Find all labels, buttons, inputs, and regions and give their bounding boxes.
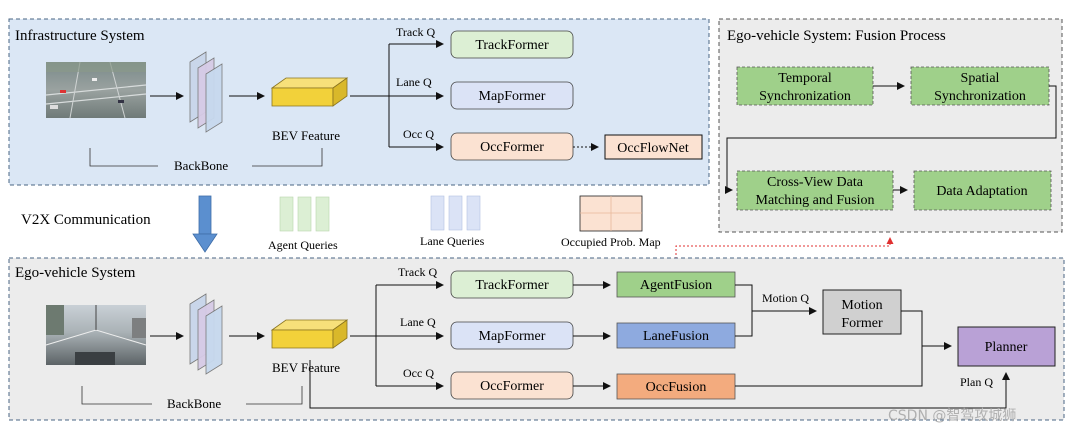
crossview-box <box>736 170 894 211</box>
plan-q-label: Plan Q <box>960 375 993 389</box>
data-adaptation-label: Data Adaptation <box>936 184 1027 199</box>
motion-former-line2: Former <box>841 316 883 331</box>
ego-bev-feature <box>270 319 349 349</box>
ego-bev-label: BEV Feature <box>272 360 340 375</box>
occfusion-box <box>616 373 736 400</box>
occflownet-box <box>604 134 703 160</box>
ego-lane-q: Lane Q <box>400 315 436 329</box>
spatial-sync-line2: Synchronization <box>934 89 1026 104</box>
infra-backbone-bracket <box>89 148 323 167</box>
spatial-sync-box <box>910 66 1050 106</box>
planner-label: Planner <box>985 340 1028 355</box>
occfusion-label: OccFusion <box>646 380 707 395</box>
infra-backbone-layers <box>189 51 223 133</box>
temporal-sync-line2: Synchronization <box>759 89 851 104</box>
v2x-label: V2X Communication <box>21 212 151 228</box>
ego-backbone-layers <box>189 293 223 375</box>
infra-mapformer-label: MapFormer <box>479 89 546 104</box>
occflownet-label: OccFlowNet <box>617 141 689 156</box>
lane-queries-icon <box>430 195 481 231</box>
infra-backbone-label: BackBone <box>174 158 228 173</box>
temporal-sync-box <box>736 66 874 106</box>
data-adaptation-box <box>913 170 1052 211</box>
lane-queries-label: Lane Queries <box>420 234 485 248</box>
ego-track-q: Track Q <box>398 265 438 279</box>
fusion-title: Ego-vehicle System: Fusion Process <box>727 28 946 44</box>
ego-backbone-bracket <box>81 386 303 405</box>
motion-q-label: Motion Q <box>762 291 809 305</box>
temporal-sync-line1: Temporal <box>778 71 832 86</box>
infra-trackformer-box <box>450 30 574 59</box>
infra-title: Infrastructure System <box>15 28 145 44</box>
ego-occ-q: Occ Q <box>403 366 434 380</box>
motion-former-box <box>822 289 902 335</box>
lanefusion-label: LaneFusion <box>643 329 709 344</box>
infra-track-q: Track Q <box>396 25 436 39</box>
crossview-line1: Cross-View Data <box>767 175 864 190</box>
infra-occformer-label: OccFormer <box>480 140 544 155</box>
v2x-down-arrow <box>192 195 218 253</box>
occupied-map-label: Occupied Prob. Map <box>561 235 661 249</box>
ego-camera-image <box>45 305 147 365</box>
watermark: CSDN @智驾攻城狮 <box>888 408 1016 424</box>
ego-backbone-label: BackBone <box>167 396 221 411</box>
infra-lane-q: Lane Q <box>396 75 432 89</box>
infra-camera-image <box>45 61 147 119</box>
infra-bev-label: BEV Feature <box>272 128 340 143</box>
infra-mapformer-box <box>450 81 574 110</box>
agentfusion-box <box>616 271 736 298</box>
infra-bev-feature <box>270 77 349 107</box>
agent-queries-label: Agent Queries <box>268 238 338 252</box>
ego-mapformer-label: MapFormer <box>479 329 546 344</box>
agentfusion-label: AgentFusion <box>640 278 712 293</box>
spatial-sync-line1: Spatial <box>961 71 1000 86</box>
lanefusion-box <box>616 322 736 349</box>
motion-former-line1: Motion <box>841 298 882 313</box>
ego-title: Ego-vehicle System <box>15 265 136 281</box>
ego-occformer-label: OccFormer <box>480 379 544 394</box>
infra-trackformer-label: TrackFormer <box>475 38 549 53</box>
occupied-map-icon <box>579 195 643 232</box>
infra-occ-q: Occ Q <box>403 127 434 141</box>
crossview-line2: Matching and Fusion <box>756 193 875 208</box>
planner-box <box>957 326 1056 367</box>
ego-trackformer-label: TrackFormer <box>475 278 549 293</box>
agent-queries-icon <box>279 196 330 232</box>
